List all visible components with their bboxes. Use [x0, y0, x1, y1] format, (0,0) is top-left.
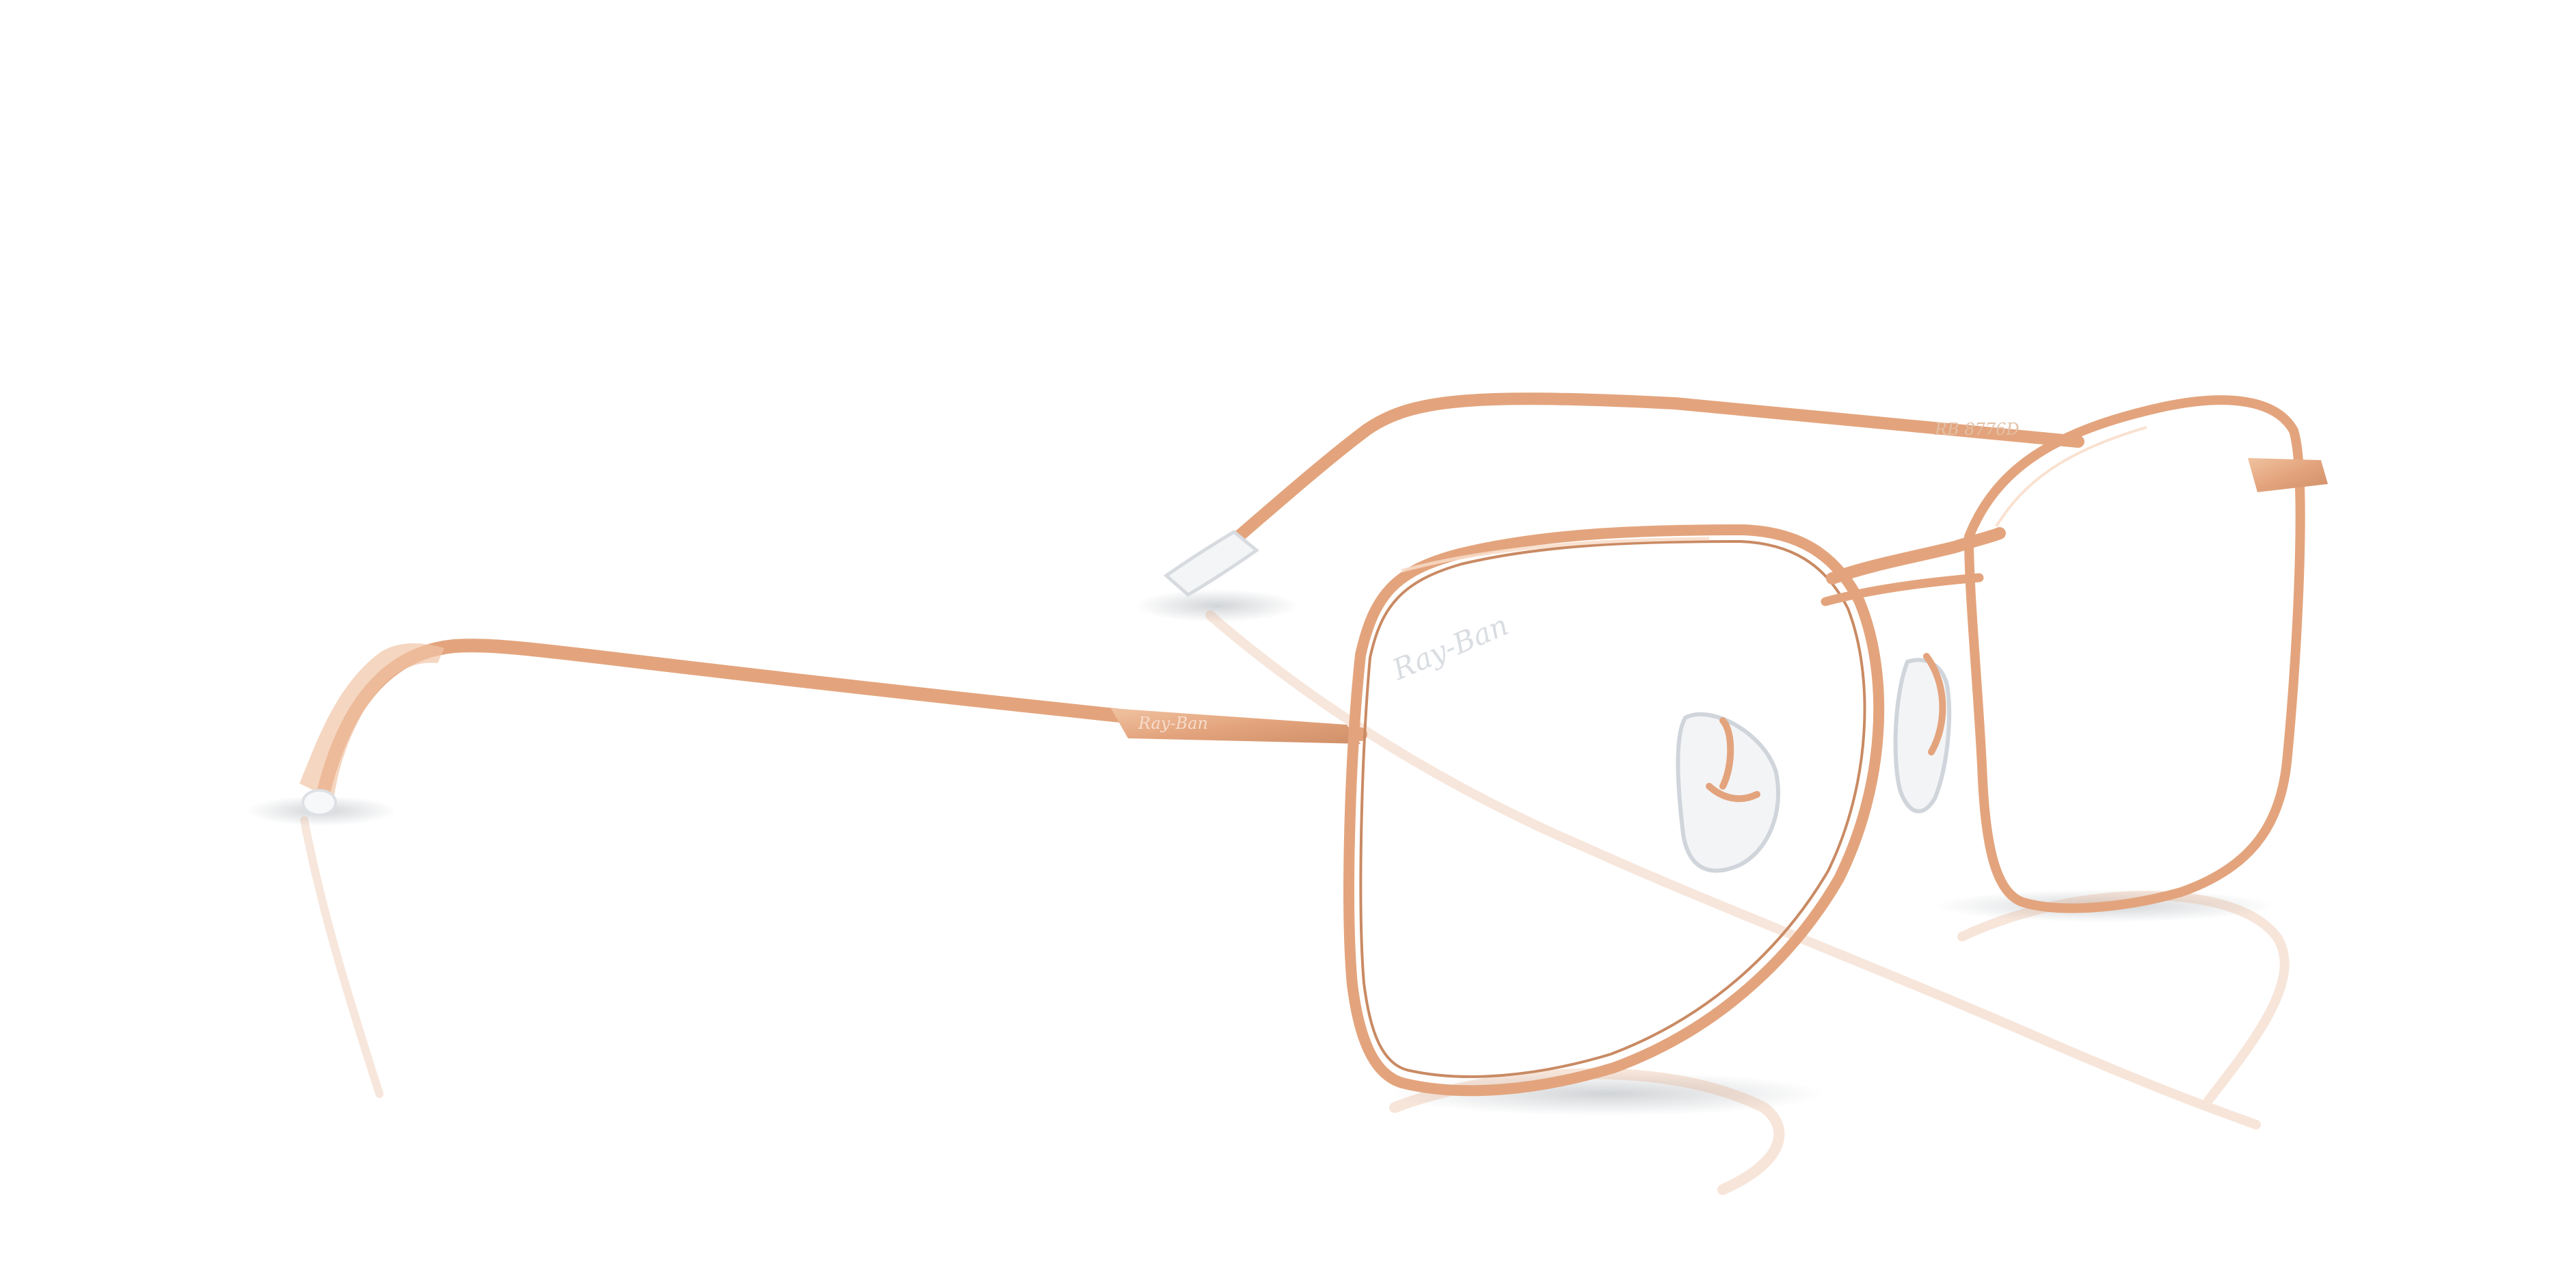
lens-logo: Ray-Ban [1387, 608, 1513, 686]
rear-nose-pad [1893, 658, 1952, 814]
back-temple-tip [1163, 529, 1260, 598]
temple-logo: Ray-Ban [1138, 714, 1208, 733]
temple-end-cap [301, 789, 337, 816]
temple-model-label: RB 8776D [1934, 420, 2020, 439]
hinge-block [1111, 708, 1360, 744]
back-temple-shadow [1135, 589, 1299, 622]
front-nose-pad [1676, 712, 1780, 873]
front-temple-tip [299, 643, 444, 800]
front-lens-shadow [1388, 1072, 1825, 1116]
rear-hinge [2248, 458, 2328, 492]
